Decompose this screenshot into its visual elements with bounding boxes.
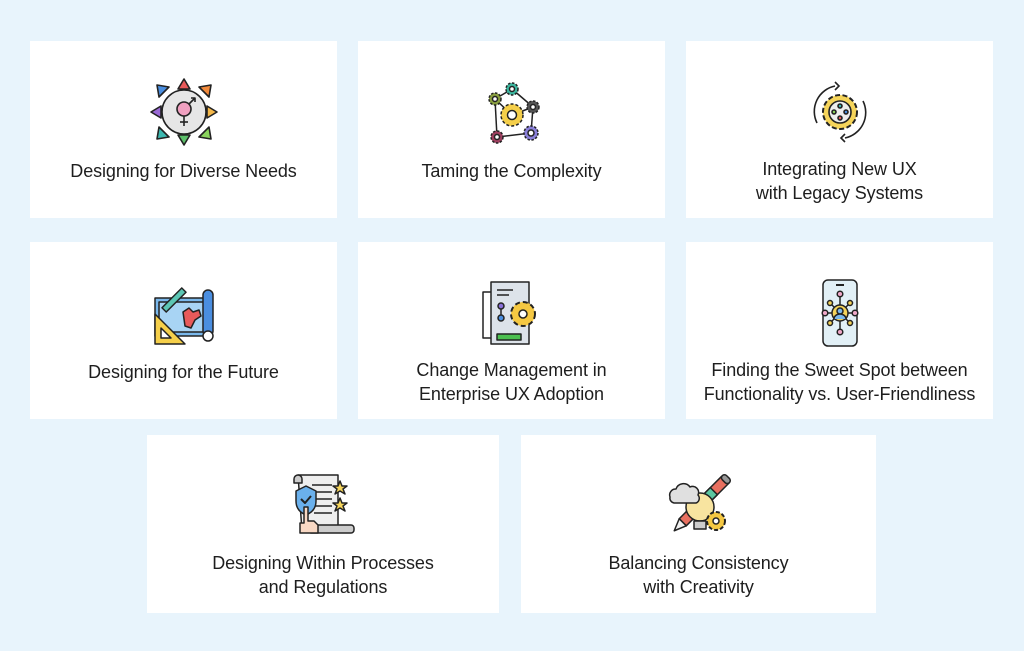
lightbulb-pencil-cloud-icon [664, 471, 734, 541]
card-designing-for-the-future: Designing for the Future [30, 242, 337, 419]
card-designing-within-processes: Designing Within Processes and Regulatio… [147, 435, 499, 613]
gear-cycle-arrows-icon [805, 77, 875, 147]
document-gear-flow-icon [477, 278, 547, 348]
card-finding-the-sweet-spot: Finding the Sweet Spot between Functiona… [686, 242, 993, 419]
card-title: Designing Within Processes and Regulatio… [212, 553, 434, 597]
gender-diversity-arrows-icon [149, 77, 219, 147]
card-title: Designing for Diverse Needs [70, 161, 297, 181]
card-balancing-consistency: Balancing Consistency with Creativity [521, 435, 876, 613]
scroll-shield-check-icon [288, 471, 358, 541]
card-integrating-new-ux: Integrating New UX with Legacy Systems [686, 41, 993, 218]
gear-network-icon [477, 77, 547, 147]
blueprint-pencil-ruler-icon [149, 278, 219, 348]
card-title: Change Management in Enterprise UX Adopt… [416, 360, 607, 404]
card-change-management: Change Management in Enterprise UX Adopt… [358, 242, 665, 419]
card-title: Finding the Sweet Spot between Functiona… [703, 360, 976, 404]
card-title: Taming the Complexity [421, 161, 602, 181]
card-title: Integrating New UX with Legacy Systems [755, 159, 924, 203]
card-title: Balancing Consistency with Creativity [608, 553, 789, 597]
card-title: Designing for the Future [88, 362, 279, 382]
card-taming-the-complexity: Taming the Complexity [358, 41, 665, 218]
card-designing-for-diverse-needs: Designing for Diverse Needs [30, 41, 337, 218]
phone-user-network-icon [805, 278, 875, 348]
